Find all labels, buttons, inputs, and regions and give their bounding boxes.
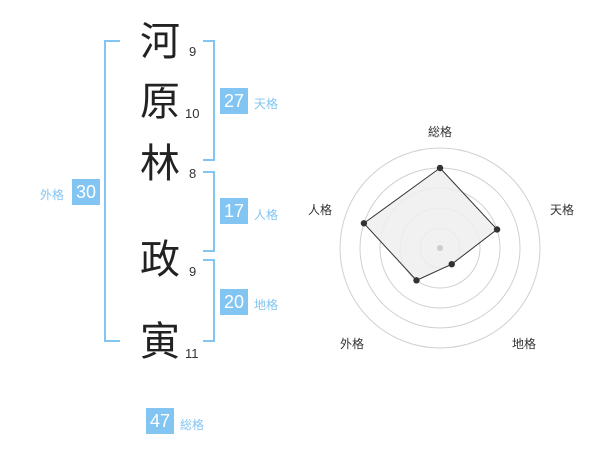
chikaku-label: 地格 [254, 298, 279, 312]
tenkaku-bracket [203, 40, 215, 161]
name-char-2: 原 [140, 79, 180, 125]
name-char-1: 河 [140, 19, 180, 65]
tenkaku-label: 天格 [254, 97, 279, 111]
gaikaku-bracket [104, 40, 120, 342]
radar-center-dot [437, 245, 443, 251]
radar-label-jinkaku: 人格 [308, 203, 333, 217]
jinkaku-label: 人格 [254, 208, 279, 222]
radar-label-chikaku: 地格 [512, 337, 537, 351]
name-char-5: 寅 [140, 319, 180, 365]
stroke-count-2: 10 [185, 106, 200, 121]
radar-label-tenkaku: 天格 [550, 203, 575, 217]
jinkaku-value: 17 [220, 198, 248, 224]
radar-point-1 [436, 164, 444, 172]
radar-area [363, 167, 498, 281]
stroke-count-1: 9 [189, 44, 197, 59]
chikaku-bracket [203, 259, 215, 342]
soukaku-label: 総格 [180, 418, 205, 432]
tenkaku-value: 27 [220, 88, 248, 114]
gaikaku-value: 30 [72, 179, 100, 205]
stroke-count-3: 8 [189, 166, 197, 181]
jinkaku-bracket [203, 171, 215, 252]
chikaku-value: 20 [220, 289, 248, 315]
radar-point-2 [493, 226, 501, 233]
soukaku-value: 47 [146, 408, 174, 434]
stroke-count-5: 11 [185, 346, 199, 361]
radar-point-3 [448, 260, 455, 268]
radar-grid-ring-5 [339, 147, 541, 349]
name-char-3: 林 [140, 141, 180, 187]
radar-point-5 [360, 220, 368, 227]
stroke-count-4: 9 [189, 264, 197, 279]
radar-label-soukaku: 総格 [428, 125, 453, 139]
gaikaku-label: 外格 [40, 188, 65, 202]
radar-label-gaikaku: 外格 [340, 337, 365, 351]
name-char-4: 政 [140, 237, 180, 283]
radar-point-4 [413, 277, 420, 284]
